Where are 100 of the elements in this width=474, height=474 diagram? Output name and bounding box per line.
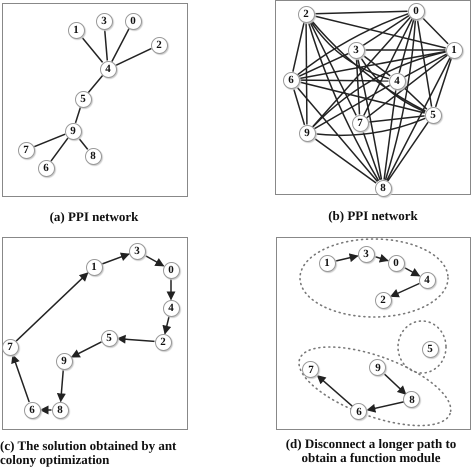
node-circle: 6 bbox=[282, 72, 300, 88]
connector-line bbox=[296, 86, 378, 182]
node-circle: 5 bbox=[424, 106, 442, 124]
node-circle: 3 bbox=[348, 42, 364, 58]
connector-line bbox=[309, 21, 357, 116]
node-circle: 8 bbox=[52, 402, 68, 418]
connector-line bbox=[313, 137, 377, 184]
arrow bbox=[40, 406, 52, 414]
node-circle: 5 bbox=[422, 340, 438, 358]
arrow bbox=[335, 253, 359, 262]
connector-line bbox=[357, 58, 382, 180]
node-circle: 1 bbox=[318, 254, 336, 272]
node-circle: 2 bbox=[150, 36, 168, 54]
connector-line bbox=[80, 36, 104, 63]
node-circle: 9 bbox=[369, 359, 386, 376]
node-circle: 8 bbox=[374, 180, 392, 196]
arrow bbox=[70, 341, 102, 358]
panel-caption: (b) PPI network bbox=[327, 209, 419, 223]
node-circle: 9 bbox=[64, 122, 82, 140]
connector-line bbox=[78, 137, 88, 150]
arrow bbox=[390, 282, 420, 298]
connector-line bbox=[104, 29, 108, 61]
panel-caption: (c) The solution obtained by ant colony optimization bbox=[0, 439, 178, 467]
connector-line bbox=[314, 84, 390, 130]
connector-line bbox=[416, 19, 432, 107]
node-circle: 7 bbox=[302, 361, 320, 378]
connector-line bbox=[308, 22, 380, 182]
node-circle: 3 bbox=[96, 12, 112, 30]
arrow bbox=[11, 354, 30, 402]
connector-line bbox=[356, 58, 360, 115]
node-circle: 2 bbox=[374, 292, 392, 308]
connector-line bbox=[297, 13, 408, 76]
connector-line bbox=[404, 53, 447, 78]
panel-caption: (a) PPI network bbox=[48, 210, 140, 224]
panel-caption: (d) Disconnect a longer path to obtain a function module bbox=[284, 437, 458, 465]
connector-line bbox=[363, 18, 413, 116]
connector-line bbox=[299, 50, 446, 80]
node-circle: 9 bbox=[56, 352, 72, 370]
node-circle: 5 bbox=[100, 330, 118, 346]
connector-line bbox=[305, 22, 308, 124]
connector-line bbox=[299, 81, 425, 114]
node-circle: 0 bbox=[124, 12, 142, 30]
node-circle: 0 bbox=[388, 254, 404, 272]
connector-line bbox=[421, 16, 449, 44]
arrow bbox=[16, 272, 88, 342]
arrow bbox=[316, 375, 354, 407]
node-circle: 6 bbox=[350, 403, 368, 420]
arrow bbox=[144, 254, 164, 267]
connector-line bbox=[362, 130, 381, 180]
connector-line bbox=[384, 19, 416, 180]
node-circle: 7 bbox=[18, 142, 34, 158]
node-circle: 8 bbox=[403, 391, 420, 408]
node-circle: 6 bbox=[38, 160, 54, 176]
connector-line bbox=[314, 15, 446, 49]
connector-line bbox=[74, 106, 82, 124]
connector-line bbox=[111, 28, 130, 62]
node-circle: 2 bbox=[298, 6, 314, 22]
arrow bbox=[374, 254, 389, 263]
node-circle: 8 bbox=[84, 148, 102, 164]
connector-line bbox=[292, 22, 305, 72]
arrow bbox=[366, 401, 404, 413]
node-circle: 0 bbox=[162, 262, 180, 278]
connector-line bbox=[292, 88, 306, 126]
node-circle: 4 bbox=[388, 72, 406, 90]
node-circle: 9 bbox=[298, 124, 316, 142]
arrow bbox=[56, 369, 66, 402]
node-circle: 7 bbox=[352, 114, 368, 132]
connector-line bbox=[312, 51, 446, 128]
connector-line bbox=[434, 58, 452, 108]
connector-line bbox=[310, 20, 390, 80]
connector-line bbox=[364, 49, 446, 51]
connector-line bbox=[362, 54, 391, 76]
node-circle: 1 bbox=[446, 42, 462, 58]
node-circle: 4 bbox=[162, 300, 180, 316]
node-circle: 3 bbox=[128, 242, 146, 260]
connector-line bbox=[366, 54, 448, 118]
node-circle: 4 bbox=[418, 272, 436, 288]
node-circle: 5 bbox=[74, 90, 92, 108]
connector-line bbox=[300, 79, 388, 82]
connector-line bbox=[315, 118, 426, 136]
connector-line bbox=[312, 16, 411, 128]
arrow bbox=[166, 278, 176, 300]
connector-line bbox=[383, 89, 397, 180]
connector-line bbox=[360, 56, 426, 112]
node-circle: 3 bbox=[358, 246, 374, 262]
connector-line bbox=[402, 86, 428, 110]
node-circle: 7 bbox=[2, 338, 18, 356]
arrow bbox=[384, 373, 406, 395]
node-circle: 6 bbox=[24, 402, 40, 418]
connector-line bbox=[314, 10, 408, 15]
node-circle: 0 bbox=[408, 2, 424, 20]
connector-line bbox=[298, 52, 349, 78]
node-circle: 1 bbox=[86, 258, 102, 276]
arrow bbox=[403, 266, 420, 277]
connector-line bbox=[368, 115, 425, 123]
node-circle: 2 bbox=[154, 334, 172, 350]
connector-line bbox=[34, 134, 66, 148]
connector-line bbox=[398, 19, 415, 73]
connector-line bbox=[88, 75, 104, 93]
connector-line bbox=[386, 57, 451, 181]
